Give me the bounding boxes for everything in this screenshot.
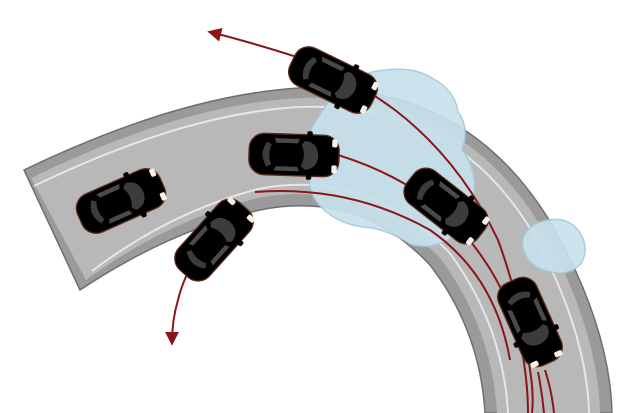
path-bottom-tracks	[537, 369, 555, 413]
path-main-track-b	[254, 190, 511, 361]
path-outward-skid-trail	[394, 109, 534, 413]
water-patch-small	[521, 218, 586, 274]
orange-car-icon	[247, 128, 341, 182]
